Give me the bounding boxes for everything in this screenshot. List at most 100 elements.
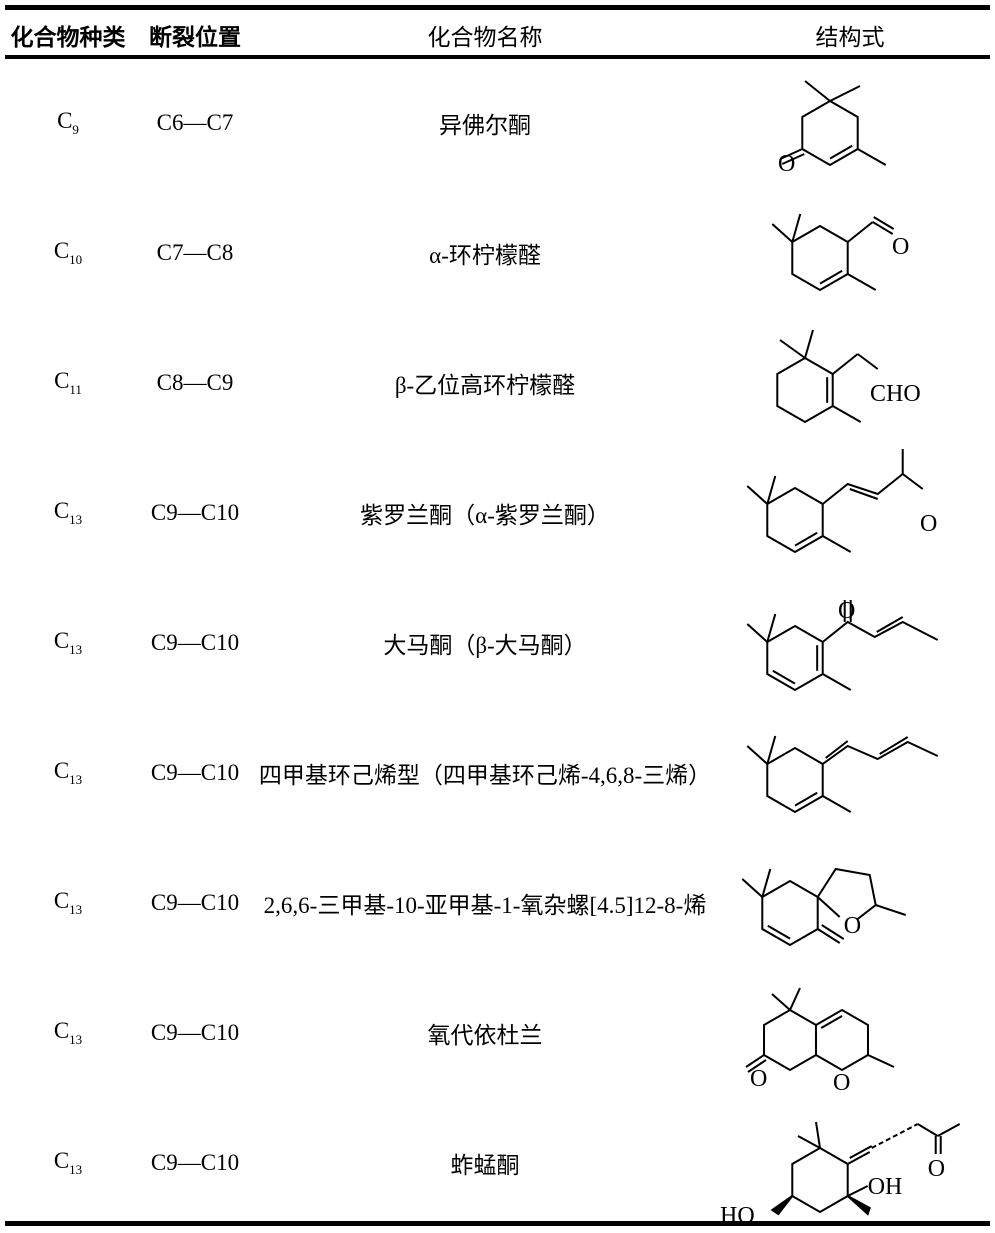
bond [820, 1015, 843, 1029]
bond [779, 339, 806, 359]
carbon-count: 13 [69, 1162, 83, 1177]
bond [832, 353, 859, 375]
bond [815, 1121, 821, 1149]
bond [747, 1059, 767, 1073]
bond [761, 868, 772, 898]
compound-name: α-环柠檬醛 [429, 243, 541, 268]
bond [766, 735, 777, 765]
bond [767, 924, 791, 940]
atom-label: O [928, 1156, 945, 1182]
carbon-symbol: C [53, 1018, 70, 1043]
atom-label: CHO [870, 381, 921, 407]
cleavage-position: C9—C10 [150, 500, 240, 525]
bond [789, 987, 801, 1011]
bond [847, 221, 874, 243]
atom-label: O [892, 234, 909, 260]
atom-label: O [778, 151, 795, 177]
atom-label: O [838, 598, 855, 624]
carbon-symbol: C [53, 238, 70, 263]
header-position: 断裂位置 [149, 25, 241, 51]
bottom-rule [5, 1221, 990, 1226]
atom-label: O [920, 511, 937, 537]
cleavage-position: C9—C10 [150, 1150, 240, 1175]
bond [849, 488, 879, 500]
cleavage-position: C9—C10 [150, 760, 240, 785]
bond [766, 475, 777, 505]
bond [781, 153, 805, 165]
carbon-symbol: C [53, 1148, 70, 1173]
bond [794, 531, 818, 547]
bond [822, 673, 852, 691]
chain [822, 620, 939, 643]
bond [817, 928, 841, 944]
bond [879, 736, 909, 755]
compound-name: 蚱蜢酮 [450, 1153, 520, 1178]
structure-formula [746, 735, 939, 814]
carbon-count: 13 [69, 1032, 83, 1047]
bond [794, 791, 818, 807]
bond [867, 1054, 895, 1068]
structure-formula: CHO [776, 329, 921, 424]
bond [791, 213, 802, 243]
bond [873, 216, 895, 230]
bond [766, 613, 777, 643]
ring [791, 224, 849, 292]
bond [875, 904, 907, 916]
bond [829, 144, 853, 160]
bond [746, 485, 768, 505]
bond [804, 80, 831, 102]
compound-type: C11 [54, 368, 82, 398]
bond [847, 1151, 871, 1165]
bond [849, 1145, 873, 1159]
bond [847, 1185, 869, 1197]
top-rule [5, 5, 990, 10]
bond [857, 148, 887, 166]
carbon-count: 13 [69, 772, 83, 787]
compound-name: 四甲基环己烯型（四甲基环己烯-4,6,8-三烯） [258, 763, 712, 788]
bond [772, 669, 796, 685]
carbon-symbol: C [53, 628, 70, 653]
carbon-count: 10 [69, 252, 83, 267]
header-type: 化合物种类 [10, 25, 126, 51]
header-structure: 结构式 [815, 25, 885, 51]
bond [822, 535, 852, 553]
atom-label: OH [868, 1174, 903, 1200]
header-name: 化合物名称 [427, 25, 543, 51]
compound-type: C13 [54, 758, 82, 788]
cleavage-position: C6—C7 [156, 110, 234, 135]
ring [763, 1008, 817, 1072]
compound-name: 大马酮（β-大马酮） [383, 633, 587, 658]
cleavage-position: C9—C10 [150, 1020, 240, 1045]
bond [804, 329, 814, 359]
bond [797, 1135, 821, 1149]
chain [822, 472, 924, 505]
compound-type: C9 [57, 108, 79, 138]
carbon-count: 13 [69, 902, 83, 917]
bond [822, 795, 852, 813]
carbon-symbol: C [57, 108, 73, 133]
bond [832, 405, 862, 423]
carbon-symbol: C [53, 888, 70, 913]
bond [872, 221, 894, 235]
structure-formula: O [741, 867, 907, 947]
wedge-bond [770, 1195, 794, 1216]
bond [937, 1123, 960, 1137]
wedge-bond [847, 1195, 871, 1216]
ring [761, 879, 819, 947]
allene-chain [871, 1123, 919, 1149]
bond [829, 85, 861, 102]
ring [801, 99, 859, 167]
compound-type: C13 [54, 498, 82, 528]
bond [745, 1054, 765, 1068]
table-row: C13 C9—C10 四甲基环己烯型（四甲基环己烯-4,6,8-三烯） [0, 708, 995, 838]
compound-name: β-乙位高环柠檬醛 [394, 373, 576, 398]
bond [817, 896, 841, 918]
compound-type: C13 [54, 1018, 82, 1048]
